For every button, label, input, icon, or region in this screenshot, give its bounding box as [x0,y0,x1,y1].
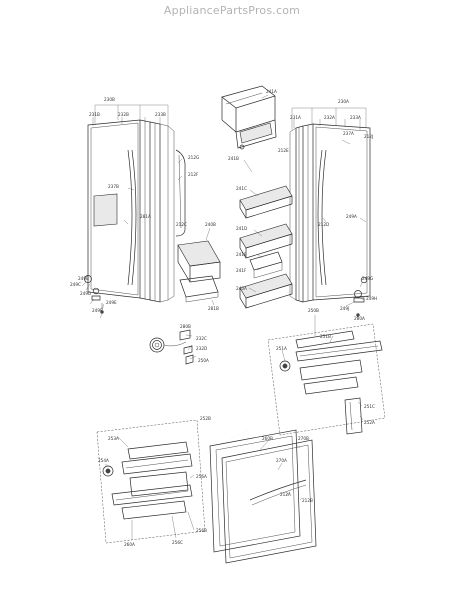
callout-label: 241E [236,252,247,257]
drawer-rail-right-assembly [267,323,386,436]
drawer-rail-left-assembly [96,419,206,544]
callout-label: 240A [236,286,247,291]
callout-label: 281B [208,306,219,311]
callout-label: 260B [262,436,273,441]
callout-label: 281A [140,214,151,219]
callout-label: 232B [118,112,129,117]
right-door-assembly [289,123,371,303]
freezer-drawer-door [209,429,317,564]
leader-lines [81,94,367,540]
wire-harness-parts [149,329,194,365]
callout-label: 241D [236,226,247,231]
callout-label: 233A [350,115,361,120]
callout-label: 251A [276,346,287,351]
callout-label: 249G [362,276,373,281]
callout-label: 231B [89,112,100,117]
left-door-assembly [87,119,186,303]
callout-label: 249D [80,291,91,296]
callout-label: 237B [108,184,119,189]
callout-labels: 230B 231B 232B 233B 230A 231A 232A 233A … [70,89,377,547]
left-door-bin [177,240,221,303]
callout-label: 249F [92,308,103,313]
callout-label: 233B [155,112,166,117]
callout-label: 232A [324,115,335,120]
callout-label: 230B [104,97,115,102]
watermark: AppliancePartsPros.com [163,4,301,17]
left-hinge-parts [84,275,104,314]
callout-label: 249J [340,306,349,311]
callout-label: 252A [364,420,375,425]
callout-label: 241C [236,186,247,191]
gasket-strip [179,429,249,468]
right-door-bins [239,185,293,309]
callout-label: 212A [280,492,291,497]
callout-label: 212J [364,134,373,139]
callout-label: 212E [278,148,289,153]
callout-label: 280A [354,316,365,321]
callout-label: 270B [298,436,309,441]
callout-label: 212C [176,222,187,227]
callout-label: 241F [236,268,247,273]
callout-label: 251B [320,334,331,339]
callout-label: 251C [364,404,375,409]
callout-label: 212D [318,222,329,227]
callout-label: 249A [346,214,357,219]
callout-label: 249E [106,300,117,305]
right-hinge-parts [353,276,368,317]
callout-label: 240B [205,222,216,227]
callout-label: 231A [290,115,301,120]
callout-label: 250B [308,308,319,313]
callout-label: 252B [200,416,211,421]
callout-label: 249B [78,276,89,281]
callout-label: 256B [196,528,207,533]
callout-label: 254A [98,458,109,463]
callout-label: 241B [228,156,239,161]
callout-label: 212B [302,498,313,503]
callout-label: 253A [108,436,119,441]
callout-label: 212F [188,172,199,177]
callout-label: 237A [343,131,354,136]
callout-label: 280B [180,324,191,329]
callout-label: 256A [196,474,207,479]
callout-label: 230A [338,99,349,104]
callout-label: 249C [70,282,81,287]
callout-label: 232C [196,336,207,341]
callout-label: 212G [188,155,199,160]
callout-label: 241A [266,89,277,94]
callout-label: 249H [366,296,377,301]
callout-label: 250A [198,358,209,363]
upper-bin-assembly [221,85,277,150]
callout-label: 232D [196,346,207,351]
callout-label: 260A [124,542,135,547]
callout-label: 270A [276,458,287,463]
callout-label: 256C [172,540,183,545]
